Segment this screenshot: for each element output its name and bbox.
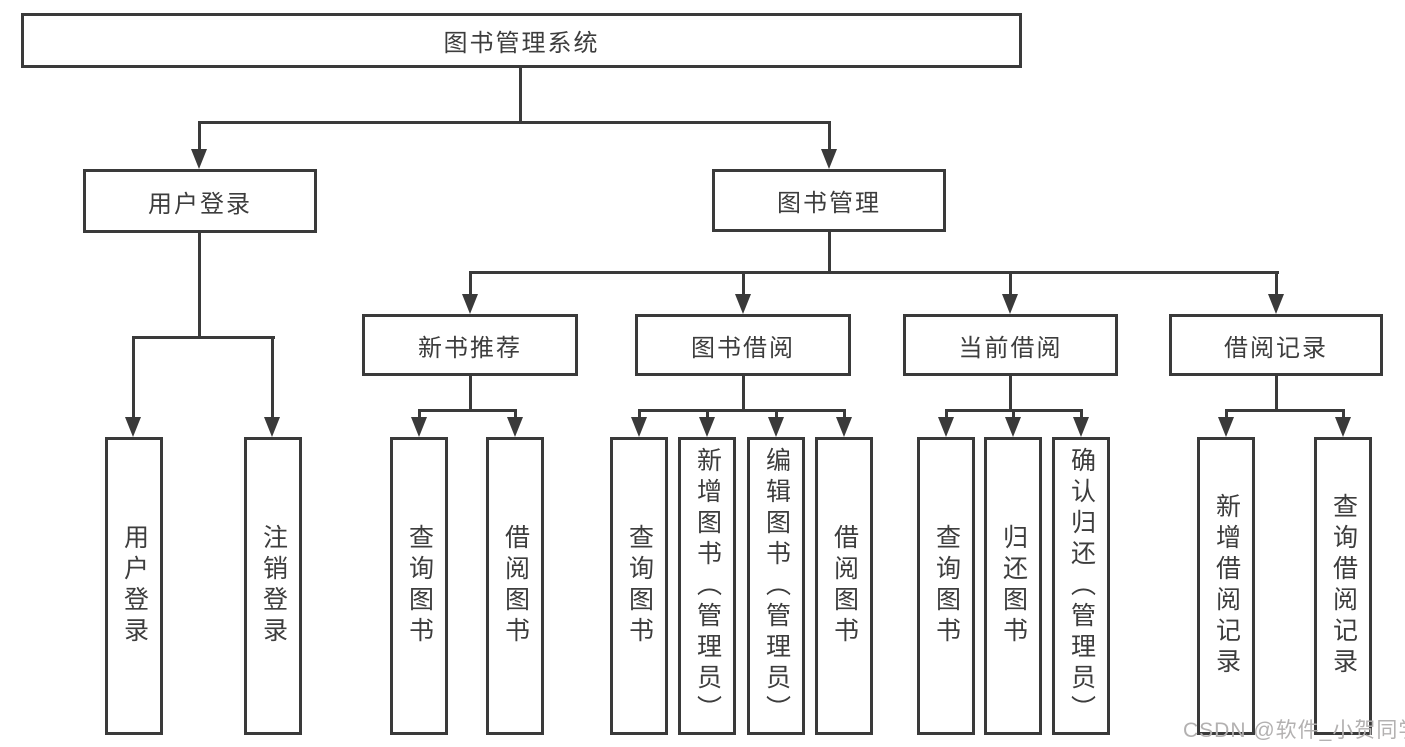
node-label: 借阅图书 bbox=[830, 524, 859, 648]
arrow-to-leaf bbox=[938, 417, 954, 437]
node-label: 当前借阅 bbox=[958, 334, 1063, 362]
connector-level2-rail bbox=[198, 121, 831, 124]
connector-borrow-records-stem bbox=[1275, 376, 1278, 411]
connector-rail-borrow-records bbox=[1225, 409, 1345, 412]
connector-user-login-stem bbox=[198, 233, 201, 336]
connector-drop-leaf bbox=[514, 409, 517, 419]
arrow-to-leaf bbox=[699, 417, 715, 437]
node-current-borrowing: 当前借阅 bbox=[903, 314, 1118, 376]
arrow-to-book-borrowing bbox=[735, 294, 751, 314]
node-label: 图书管理 bbox=[777, 190, 881, 217]
node-label: 查询借阅记录 bbox=[1329, 493, 1358, 679]
arrow-to-leaf bbox=[768, 417, 784, 437]
node-label: 新增图书（管理员） bbox=[693, 446, 722, 726]
connector-drop-login-leaf bbox=[132, 336, 135, 420]
connector-drop-leaf bbox=[843, 409, 846, 419]
connector-drop-leaf bbox=[418, 409, 421, 419]
leaf-query-books: 查询图书 bbox=[917, 437, 975, 735]
connector-level3-rail bbox=[469, 271, 1279, 274]
arrow-to-leaf bbox=[507, 417, 523, 437]
leaf-add-books-admin: 新增图书（管理员） bbox=[678, 437, 736, 735]
leaf-confirm-return-admin: 确认归还（管理员） bbox=[1052, 437, 1110, 735]
leaf-query-borrow-record: 查询借阅记录 bbox=[1314, 437, 1372, 735]
node-label: 查询图书 bbox=[932, 524, 961, 648]
arrow-to-login-leaf bbox=[125, 417, 141, 437]
node-new-book-recommend: 新书推荐 bbox=[362, 314, 578, 376]
arrow-to-leaf bbox=[411, 417, 427, 437]
node-user-login: 用户登录 bbox=[83, 169, 317, 233]
arrow-to-new-books bbox=[462, 294, 478, 314]
connector-drop-leaf bbox=[1225, 409, 1228, 419]
node-label: 借阅图书 bbox=[501, 524, 530, 648]
node-label: 归还图书 bbox=[999, 524, 1028, 648]
connector-current-borrow-stem bbox=[1009, 376, 1012, 411]
connector-drop-new-books bbox=[469, 271, 472, 298]
node-book-borrowing: 图书借阅 bbox=[635, 314, 851, 376]
csdn-watermark: CSDN @软件_小贺同学 bbox=[1183, 719, 1405, 742]
arrow-to-logout-leaf bbox=[264, 417, 280, 437]
leaf-borrow-books: 借阅图书 bbox=[486, 437, 544, 735]
node-label: 查询图书 bbox=[405, 524, 434, 648]
node-label: 注销登录 bbox=[259, 524, 288, 648]
connector-drop-book-management bbox=[828, 121, 831, 153]
connector-root-stem bbox=[519, 68, 522, 121]
arrow-to-leaf bbox=[631, 417, 647, 437]
leaf-query-books: 查询图书 bbox=[390, 437, 448, 735]
node-label: 借阅记录 bbox=[1224, 334, 1328, 362]
node-label: 用户登录 bbox=[120, 524, 149, 648]
node-label: 新书推荐 bbox=[418, 334, 522, 362]
connector-user-login-rail bbox=[132, 336, 275, 339]
connector-book-borrowing-stem bbox=[742, 376, 745, 411]
arrow-to-leaf bbox=[836, 417, 852, 437]
connector-rail-book-borrowing bbox=[638, 409, 846, 412]
node-label: 图书借阅 bbox=[691, 334, 795, 362]
leaf-logout: 注销登录 bbox=[244, 437, 302, 735]
connector-rail-new-books bbox=[418, 409, 517, 412]
leaf-query-books: 查询图书 bbox=[610, 437, 668, 735]
node-label: 查询图书 bbox=[625, 524, 654, 648]
leaf-add-borrow-record: 新增借阅记录 bbox=[1197, 437, 1255, 735]
arrow-to-book-management bbox=[821, 149, 837, 169]
connector-new-books-stem bbox=[469, 376, 472, 411]
connector-drop-leaf bbox=[945, 409, 948, 419]
node-book-management: 图书管理 bbox=[712, 169, 946, 232]
leaf-borrow-books: 借阅图书 bbox=[815, 437, 873, 735]
connector-drop-leaf bbox=[638, 409, 641, 419]
connector-drop-leaf bbox=[775, 409, 778, 419]
node-label: 确认归还（管理员） bbox=[1067, 446, 1096, 726]
node-label: 图书管理系统 bbox=[443, 30, 600, 57]
node-label: 用户登录 bbox=[148, 190, 252, 218]
arrow-to-leaf bbox=[1073, 417, 1089, 437]
connector-drop-leaf bbox=[1012, 409, 1015, 419]
leaf-edit-books-admin: 编辑图书（管理员） bbox=[747, 437, 805, 735]
connector-drop-leaf bbox=[1342, 409, 1345, 419]
arrow-to-leaf bbox=[1218, 417, 1234, 437]
connector-drop-user-login bbox=[198, 121, 201, 153]
node-borrowing-records: 借阅记录 bbox=[1169, 314, 1383, 376]
connector-drop-leaf bbox=[1080, 409, 1083, 419]
arrow-to-current-borrow bbox=[1002, 294, 1018, 314]
arrow-to-leaf bbox=[1335, 417, 1351, 437]
leaf-return-books: 归还图书 bbox=[984, 437, 1042, 735]
connector-drop-leaf bbox=[706, 409, 709, 419]
connector-book-management-stem bbox=[828, 232, 831, 271]
connector-drop-logout-leaf bbox=[271, 336, 274, 420]
arrow-to-user-login bbox=[191, 149, 207, 169]
arrow-to-leaf bbox=[1005, 417, 1021, 437]
leaf-user-login: 用户登录 bbox=[105, 437, 163, 735]
arrow-to-borrow-records bbox=[1268, 294, 1284, 314]
node-label: 编辑图书（管理员） bbox=[762, 446, 791, 726]
connector-drop-book-borrowing bbox=[742, 271, 745, 298]
connector-drop-borrow-records bbox=[1275, 271, 1278, 298]
node-library-management-system: 图书管理系统 bbox=[21, 13, 1022, 68]
node-label: 新增借阅记录 bbox=[1212, 493, 1241, 679]
connector-drop-current-borrow bbox=[1009, 271, 1012, 298]
